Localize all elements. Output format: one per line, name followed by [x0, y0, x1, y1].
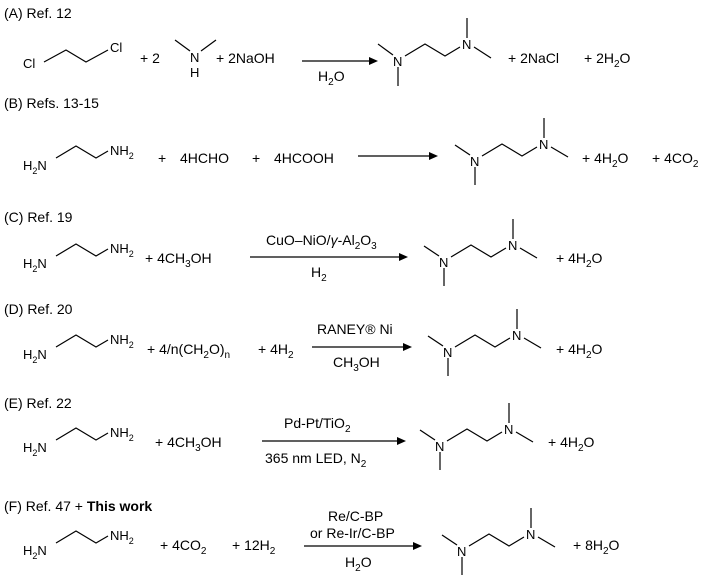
atom-cl-left: Cl — [23, 56, 35, 71]
atom-h: H2N — [23, 256, 47, 274]
reactant-hydrogen: + 4H2 — [258, 341, 294, 361]
atom-n-left: N — [457, 544, 466, 559]
atom-nh2: NH2 — [110, 425, 134, 443]
atom-nh2: NH2 — [110, 241, 134, 259]
reactant-methanol: + 4CH3OH — [145, 250, 212, 270]
reactant-naoh: + 2NaOH — [216, 50, 275, 66]
plus-sign: + — [158, 150, 166, 166]
arrow-condition-below: 365 nm LED, N2 — [265, 450, 367, 470]
reaction-d: (D) Ref. 20 H2N NH2 + 4/n(CH2O)n + 4H2 R… — [4, 301, 603, 376]
tmeda-structure: N N — [427, 309, 542, 376]
tmeda-structure: N N — [441, 508, 556, 575]
reactant-formaldehyde: 4HCHO — [180, 150, 229, 166]
ethylenediamine-structure: H2N NH2 — [23, 143, 134, 176]
reaction-b-label: (B) Refs. 13-15 — [4, 95, 99, 111]
reactant-methanol: + 4CH3OH — [155, 434, 222, 454]
reaction-e: (E) Ref. 22 H2N NH2 + 4CH3OH Pd-Pt/TiO2 … — [4, 395, 595, 470]
arrow-condition-above-2: or Re-Ir/C-BP — [310, 525, 395, 541]
byproduct-water: + 2H2O — [584, 50, 631, 70]
reaction-b: (B) Refs. 13-15 H2N NH2 + 4HCHO + 4HCOOH… — [4, 95, 699, 185]
reaction-arrow — [302, 57, 378, 65]
ethylenediamine-structure: H2N NH2 — [23, 528, 134, 561]
atom-h: H2N — [23, 543, 47, 561]
ethylenediamine-structure: H2N NH2 — [23, 425, 134, 458]
arrow-condition-below: H2O — [345, 554, 372, 574]
reaction-f-label: (F) Ref. 47 + This work — [4, 498, 152, 514]
dimethylamine-structure: N H — [174, 39, 217, 80]
byproduct-water: + 8H2O — [573, 537, 620, 557]
reactant-formic-acid: 4HCOOH — [274, 150, 334, 166]
ethylenediamine-structure: H2N NH2 — [23, 332, 134, 365]
dichloroethane-structure: Cl Cl — [23, 40, 122, 71]
atom-n: N — [190, 50, 199, 65]
tmeda-structure: N N — [423, 219, 538, 286]
reaction-a: (A) Ref. 12 Cl Cl + 2 N H + 2NaOH H2O — [4, 5, 631, 88]
atom-n-right: N — [526, 527, 535, 542]
atom-n-left: N — [439, 255, 448, 270]
arrow-condition-above: CuO–NiO/γ-Al2O3 — [266, 232, 377, 252]
byproduct-co2: + 4CO2 — [652, 150, 699, 170]
atom-h: H2N — [23, 440, 47, 458]
byproduct-water: + 4H2O — [582, 150, 629, 170]
reaction-d-label: (D) Ref. 20 — [4, 301, 73, 317]
reactant-plus-2: + 2 — [140, 50, 160, 66]
atom-n-right: N — [504, 422, 513, 437]
atom-n-right: N — [512, 328, 521, 343]
byproduct-water: + 4H2O — [556, 250, 603, 270]
arrow-condition-below: H2 — [311, 264, 327, 284]
atom-nh2: NH2 — [110, 528, 134, 546]
byproduct-nacl: + 2NaCl — [508, 50, 559, 66]
reaction-a-label: (A) Ref. 12 — [4, 5, 72, 21]
reactant-hydrogen: + 12H2 — [232, 537, 276, 557]
atom-n-right: N — [462, 37, 471, 52]
reaction-arrow — [262, 437, 406, 445]
reaction-arrow — [312, 343, 412, 351]
byproduct-water: + 4H2O — [556, 341, 603, 361]
reactant-co2: + 4CO2 — [160, 537, 207, 557]
reaction-f: (F) Ref. 47 + This work H2N NH2 + 4CO2 +… — [4, 498, 620, 575]
reaction-arrow — [250, 253, 408, 261]
reaction-arrow — [304, 542, 422, 550]
atom-h: H2N — [23, 347, 47, 365]
byproduct-water: + 4H2O — [548, 434, 595, 454]
atom-n-right: N — [508, 238, 517, 253]
atom-n-left: N — [443, 345, 452, 360]
reaction-arrow — [358, 152, 438, 160]
arrow-condition-below: CH3OH — [333, 354, 380, 374]
reaction-c-label: (C) Ref. 19 — [4, 209, 73, 225]
arrow-condition-below: H2O — [318, 68, 345, 88]
atom-n-left: N — [470, 154, 479, 169]
tmeda-structure: N N — [454, 118, 569, 185]
plus-sign: + — [252, 150, 260, 166]
atom-n-left: N — [393, 54, 402, 69]
ethylenediamine-structure: H2N NH2 — [23, 241, 134, 274]
atom-n-left: N — [435, 439, 444, 454]
tmeda-structure: N N — [377, 18, 492, 86]
reaction-e-label: (E) Ref. 22 — [4, 395, 72, 411]
arrow-condition-above: Pd-Pt/TiO2 — [284, 415, 351, 435]
atom-nh2: NH2 — [110, 332, 134, 350]
atom-cl-right: Cl — [110, 40, 122, 55]
atom-h: H — [190, 65, 199, 80]
arrow-condition-above: RANEY® Ni — [317, 321, 393, 337]
tmeda-structure: N N — [419, 403, 534, 470]
reactant-paraformaldehyde: + 4/n(CH2O)n — [147, 341, 230, 361]
atom-h: H2N — [23, 158, 47, 176]
atom-n-right: N — [539, 137, 548, 152]
atom-nh2: NH2 — [110, 143, 134, 161]
arrow-condition-above-1: Re/C-BP — [328, 508, 383, 524]
reaction-c: (C) Ref. 19 H2N NH2 + 4CH3OH CuO–NiO/γ-A… — [4, 209, 603, 286]
